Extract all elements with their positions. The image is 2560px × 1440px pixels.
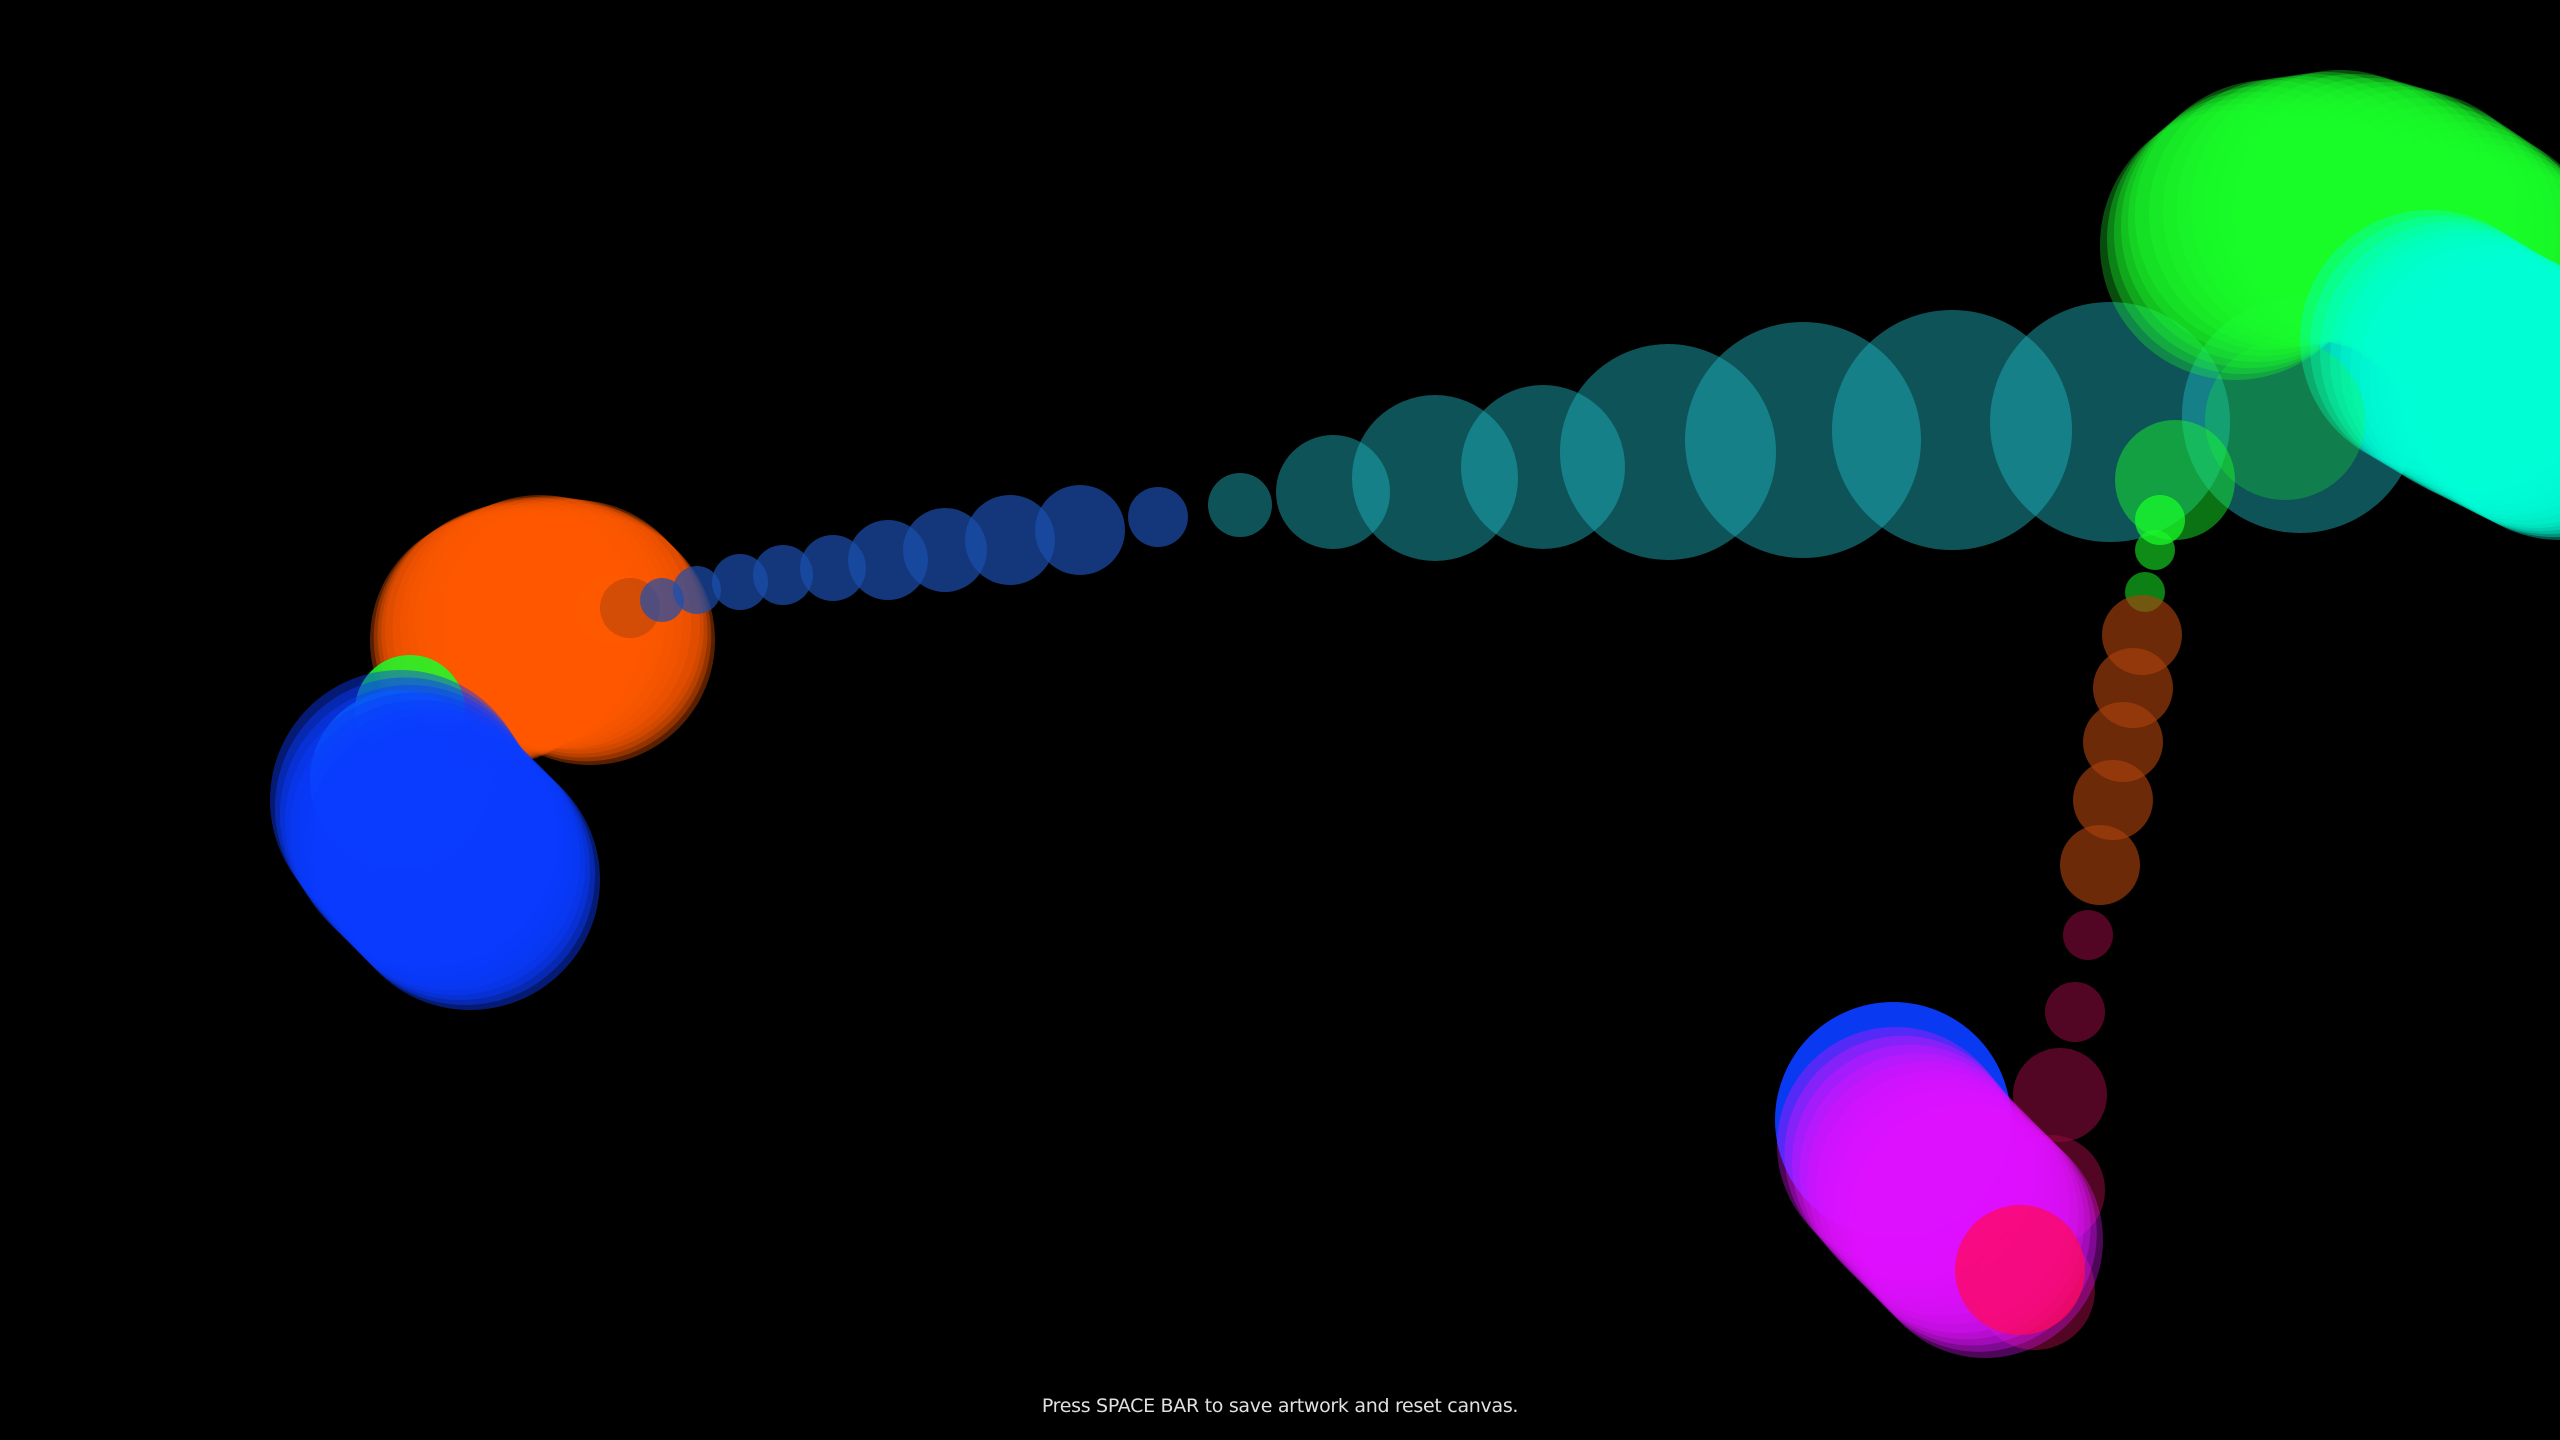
brown-stroke-dot (2060, 825, 2140, 905)
green-stroke-dot (2335, 130, 2560, 400)
cyan-stroke-dot (2310, 216, 2560, 476)
pink-stroke-dot (1955, 1205, 2085, 1335)
green-stroke-dot (2323, 122, 2560, 392)
orange-stroke-dot (461, 511, 712, 762)
orange-stroke-dot (457, 507, 708, 758)
blue-stroke-dot (305, 715, 565, 975)
green-stroke-dot (2205, 70, 2475, 340)
cyan-stroke-dot (2350, 240, 2560, 500)
orange-stroke-dot (407, 497, 658, 748)
teal-stroke-dot (1990, 302, 2230, 542)
navy-stroke-dot (965, 495, 1055, 585)
blue-stroke-dot (330, 740, 590, 1000)
cyan-stroke-dot (2418, 274, 2560, 534)
orange-stroke-dot (432, 497, 683, 748)
blue-stroke-dot (280, 685, 540, 945)
blue-stroke-dot (1775, 1002, 2011, 1238)
teal-stroke-dot (1461, 385, 1625, 549)
green-stroke-dot (2114, 98, 2384, 368)
cyan-stroke-dot (2412, 271, 2560, 531)
cyan-stroke-dot (2430, 280, 2560, 540)
green-stroke-dot (2247, 82, 2517, 352)
teal-stroke-dot (1832, 310, 2072, 550)
navy-stroke-dot (1035, 485, 1125, 575)
magenta-stroke-dot (1777, 1027, 2013, 1263)
orange-stroke-dot (465, 515, 715, 765)
cyan-stroke-dot (2380, 255, 2560, 515)
green-stroke-dot (2205, 340, 2365, 500)
orange-stroke-dot (423, 496, 674, 747)
blue-stroke-dot (335, 745, 595, 1005)
magenta-stroke-dot (1784, 1035, 2021, 1272)
blue-stroke-dot (312, 722, 573, 983)
green-stroke-dot (2353, 151, 2560, 421)
maroon-stroke-dot (2013, 1048, 2107, 1142)
navy-stroke-dot (640, 578, 684, 622)
navy-stroke-dot (673, 566, 721, 614)
cyan-stroke-dot (2390, 260, 2560, 520)
navy-stroke-dot (1128, 487, 1188, 547)
cyan-stroke-dot (2320, 222, 2560, 482)
navy-stroke-dot (753, 545, 813, 605)
green-stroke-dot (2107, 104, 2377, 374)
green-stroke-dot (2177, 74, 2447, 344)
blue-stroke-dot (285, 692, 545, 953)
teal-stroke-dot (1352, 395, 1518, 561)
green-stroke-dot (2359, 158, 2560, 428)
teal-stroke-dot (1560, 344, 1776, 560)
cyan-stroke-dot (2330, 228, 2560, 488)
save-reset-hint: Press SPACE BAR to save artwork and rese… (1041, 1395, 1519, 1417)
cyan-stroke-dot (310, 690, 490, 870)
green-stroke-dot (2135, 80, 2405, 350)
blue-stroke-dot (275, 677, 535, 938)
green-stroke-dot (2163, 76, 2433, 346)
maroon-stroke-dot (2045, 982, 2105, 1042)
green-stroke-dot (2100, 110, 2370, 380)
cyan-stroke-dot (2370, 250, 2560, 510)
orange-stroke-dot (400, 500, 650, 750)
blue-stroke-dot (320, 730, 580, 990)
cyan-stroke-dot (2406, 268, 2560, 528)
teal-stroke-dot (1208, 473, 1272, 537)
green-stroke-dot (2128, 86, 2398, 356)
blue-stroke-dot (290, 700, 550, 960)
teal-stroke-dot (2182, 297, 2418, 533)
cyan-stroke-dot (2400, 265, 2560, 525)
blue-stroke-dot (325, 735, 585, 995)
blue-stroke-dot (297, 707, 558, 968)
teal-stroke-dot (1685, 322, 1921, 558)
navy-stroke-dot (903, 508, 987, 592)
green-stroke-dot (2341, 137, 2560, 407)
orange-stroke-dot (450, 500, 700, 750)
cyan-stroke-dot (2424, 277, 2560, 537)
green-stroke-dot (2121, 92, 2391, 362)
orange-stroke-dot (453, 503, 704, 754)
magenta-stroke-dot (1792, 1044, 2028, 1281)
brown-stroke-dot (2073, 760, 2153, 840)
cyan-stroke-dot (2340, 234, 2560, 494)
cyan-stroke-dot (2300, 210, 2560, 470)
orange-stroke-dot (441, 498, 692, 749)
green-stroke-dot (2347, 144, 2560, 414)
cyan-stroke-dot (2360, 245, 2560, 505)
blue-stroke-dot (340, 750, 600, 1010)
green-stroke-dot (2299, 106, 2560, 376)
teal-stroke-dot (1276, 435, 1390, 549)
orange-stroke-dot (415, 495, 665, 745)
blue-stroke-dot (270, 670, 530, 930)
green-stroke-dot (2287, 98, 2557, 368)
green-stroke-dot (2135, 530, 2175, 570)
green-stroke-dot (2261, 86, 2531, 356)
maroon-stroke-dot (2063, 910, 2113, 960)
green-stroke-dot (2219, 74, 2489, 344)
green-stroke-dot (2149, 78, 2419, 348)
green-stroke-dot (2365, 165, 2560, 435)
green-stroke-dot (2275, 90, 2545, 360)
green-stroke-dot (2311, 114, 2560, 384)
green-stroke-dot (2233, 78, 2503, 348)
green-stroke-dot (2191, 72, 2461, 342)
